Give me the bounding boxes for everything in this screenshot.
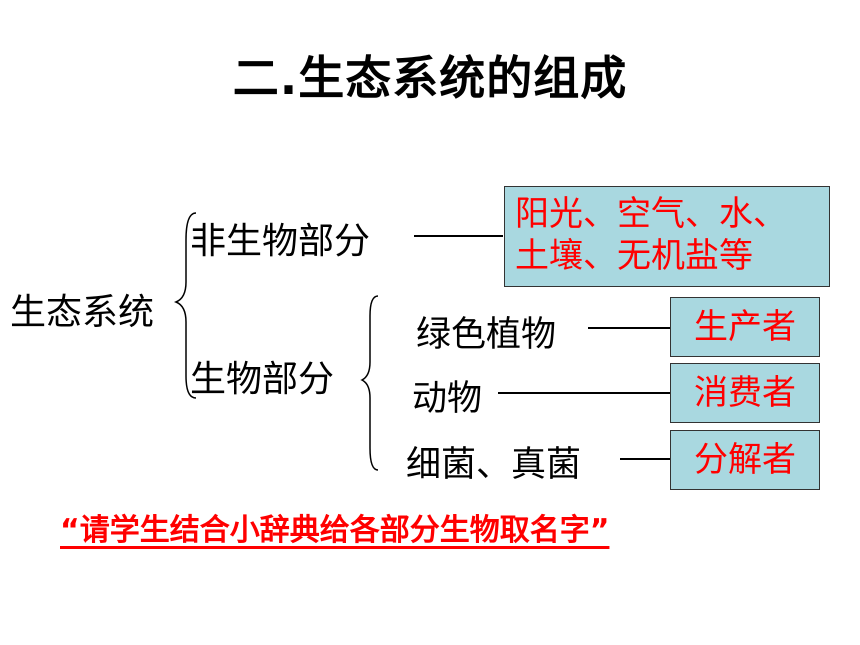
role-decomposer-box: 分解者	[670, 430, 820, 490]
abiotic-line-2: 土壤、无机盐等	[515, 236, 753, 276]
role-producer-box: 生产者	[670, 297, 820, 357]
page-title: 二.生态系统的组成	[232, 51, 628, 105]
abiotic-line-1: 阳光、空气、水、	[515, 194, 787, 234]
root-label: 生态系统	[10, 292, 155, 333]
teacher-note: “请学生结合小辞典给各部分生物取名字”	[60, 513, 610, 548]
role-consumer-box: 消费者	[670, 363, 820, 423]
item-animals: 动物	[412, 379, 483, 419]
biotic-brace	[360, 295, 379, 471]
item-microbes: 细菌、真菌	[406, 445, 582, 485]
item-plants: 绿色植物	[416, 315, 557, 355]
biotic-label: 生物部分	[190, 359, 335, 400]
main-brace	[173, 212, 197, 399]
abiotic-label: 非生物部分	[190, 221, 371, 262]
abiotic-components-box: 阳光、空气、水、 土壤、无机盐等	[504, 186, 830, 287]
